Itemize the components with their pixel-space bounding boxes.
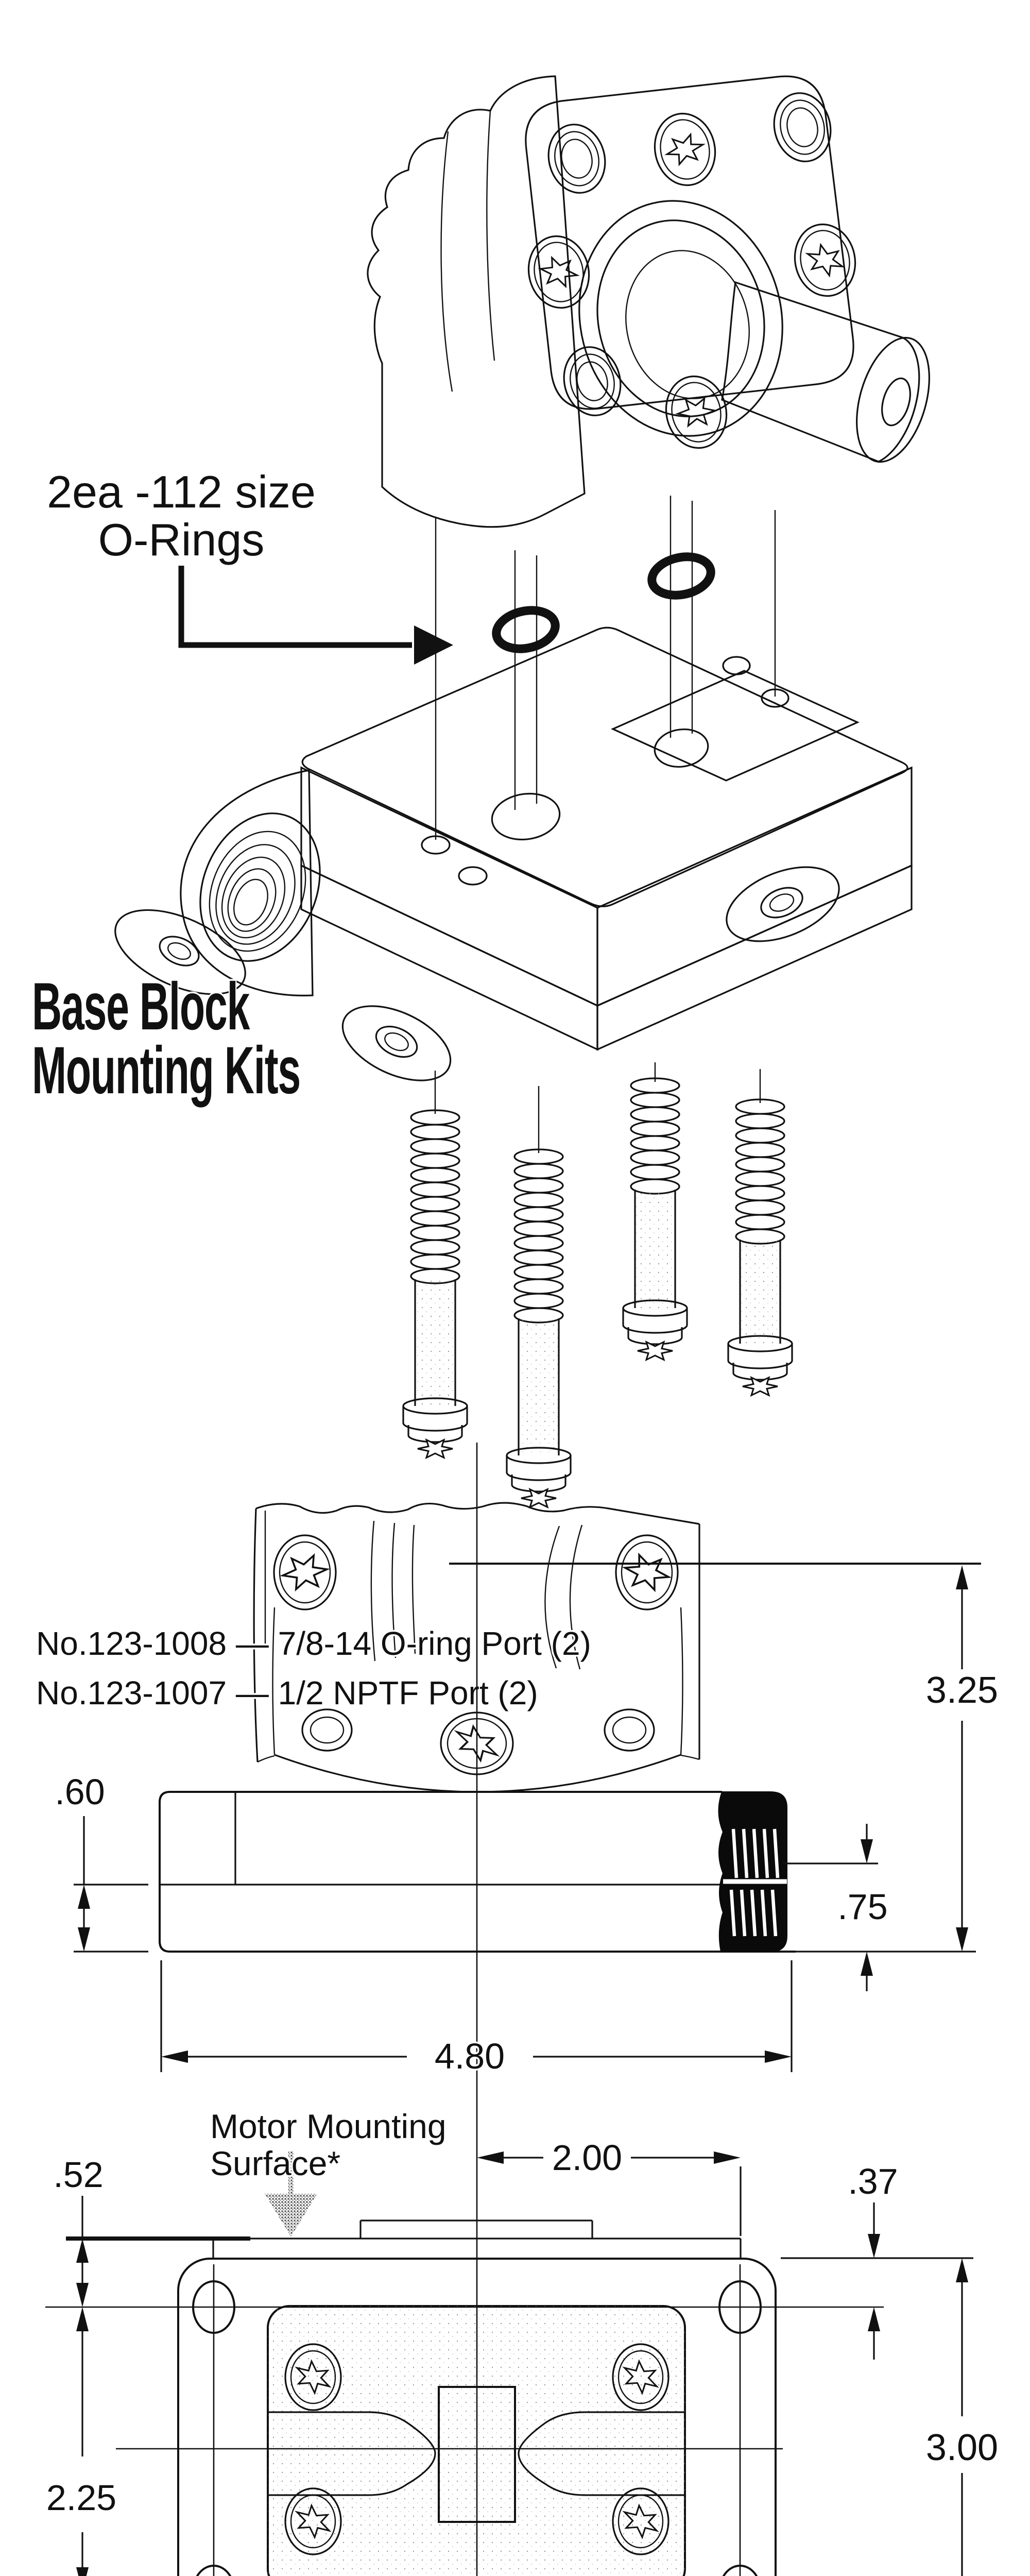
bolt-threads [410, 1109, 460, 1284]
bottom-torx-screws [284, 2343, 670, 2555]
bolt-threads [735, 1098, 785, 1245]
motor-mounting-surface-label: Motor Mounting Surface* [209, 2106, 449, 2184]
block-top-holes [421, 656, 789, 886]
flange-ears [114, 866, 840, 1081]
dim-label-52: .52 [53, 2155, 103, 2195]
dim-label-325: 3.25 [926, 1670, 998, 1711]
dim-label-480: 4.80 [435, 2036, 505, 2076]
dim-label-37: .37 [848, 2161, 898, 2201]
mounting-bolt-2 [506, 1148, 572, 1508]
flange-torx-screws [527, 112, 856, 449]
dim-label-60: .60 [55, 1772, 105, 1812]
dim-port-boss-height: .75 [783, 1824, 889, 1991]
oring-callout-line2: O-Rings [98, 514, 265, 565]
motor-mounting-arrow-icon [265, 2151, 317, 2236]
mounting-bolt-4 [727, 1098, 793, 1396]
bolt-threads [630, 1077, 680, 1195]
mounting-bolt-1 [402, 1109, 468, 1459]
dim-shaft-center-to-base: 3.25 [796, 1565, 1000, 1953]
assembly-alignment-lines-bolts [434, 1062, 761, 1153]
oring-callout: 2ea -112 size O-Rings [45, 465, 453, 665]
port-option-note-2: No.123-1007 — 1/2 NPTF Port (2) [36, 1674, 538, 1711]
dim-label-200: 2.00 [552, 2138, 622, 2178]
pump-flange-hole-right [604, 1708, 655, 1752]
base-block-side-view [159, 1791, 796, 1953]
pump-break-line [255, 1502, 700, 1525]
mounting-bolt-3 [622, 1077, 688, 1361]
dim-label-75: .75 [837, 1887, 887, 1927]
dim-overall-height: 3.00 [924, 2258, 1000, 2576]
motor-mounting-label-line2: Surface* [210, 2144, 340, 2182]
pump-cover-torx-screw-left [273, 1534, 337, 1611]
pump-pilot-arc [274, 1754, 681, 1793]
dim-center-to-surface-edge: 2.00 [477, 2136, 742, 2236]
callout-arrowhead-icon [414, 625, 453, 665]
pump-shaft-boss [578, 200, 930, 463]
pump-front-view [253, 1502, 700, 1793]
section-title-line2: Mounting Kits [32, 1032, 300, 1107]
flange-ear-holes [159, 887, 803, 1058]
threaded-port-section [718, 1791, 787, 1952]
flange-threaded-holes [547, 92, 832, 416]
pump-cover-torx-screw-right [615, 1534, 679, 1611]
pump-isometric-view [367, 75, 930, 528]
motor-mounting-surface-edge [66, 2219, 742, 2259]
dim-label-225: 2.25 [46, 2478, 116, 2518]
assembly-alignment-lines-top [435, 496, 776, 840]
dim-flange-thickness: .60 [53, 1770, 148, 1953]
pump-rear-body [367, 75, 586, 528]
callout-leader-line [178, 566, 412, 648]
motor-mounting-label-line1: Motor Mounting [210, 2107, 447, 2145]
o-ring-left [492, 606, 560, 653]
threaded-port-boss [180, 769, 321, 996]
dim-surface-to-top-holes: .52 [52, 2153, 105, 2307]
pump-mounting-flange [525, 75, 854, 410]
port-option-note-1: No.123-1008 — 7/8-14 O-ring Port (2) [36, 1625, 591, 1662]
port-recess-right [518, 2411, 685, 2496]
base-block-isometric-view [114, 626, 913, 1081]
base-block-bottom-view [45, 2093, 884, 2576]
dim-base-overall-length: 4.80 [160, 1960, 793, 2078]
dim-label-300: 3.00 [926, 2427, 998, 2468]
port-recess-left [268, 2411, 436, 2496]
dim-top-edge-to-holes: .37 [781, 2160, 973, 2360]
top-raised-pad [611, 670, 860, 782]
bolt-threads [513, 1148, 564, 1324]
o-ring-right [647, 552, 715, 600]
pump-shaft [721, 281, 920, 463]
block-top-face [301, 626, 908, 907]
oring-callout-line1: 2ea -112 size [47, 466, 316, 517]
section-title-line1: Base Block [32, 969, 250, 1043]
section-title: Base Block Mounting Kits [30, 967, 302, 1109]
dim-hole-rows-spacing: 2.25 [44, 2307, 118, 2576]
pump-flange-hole-left [301, 1708, 353, 1752]
